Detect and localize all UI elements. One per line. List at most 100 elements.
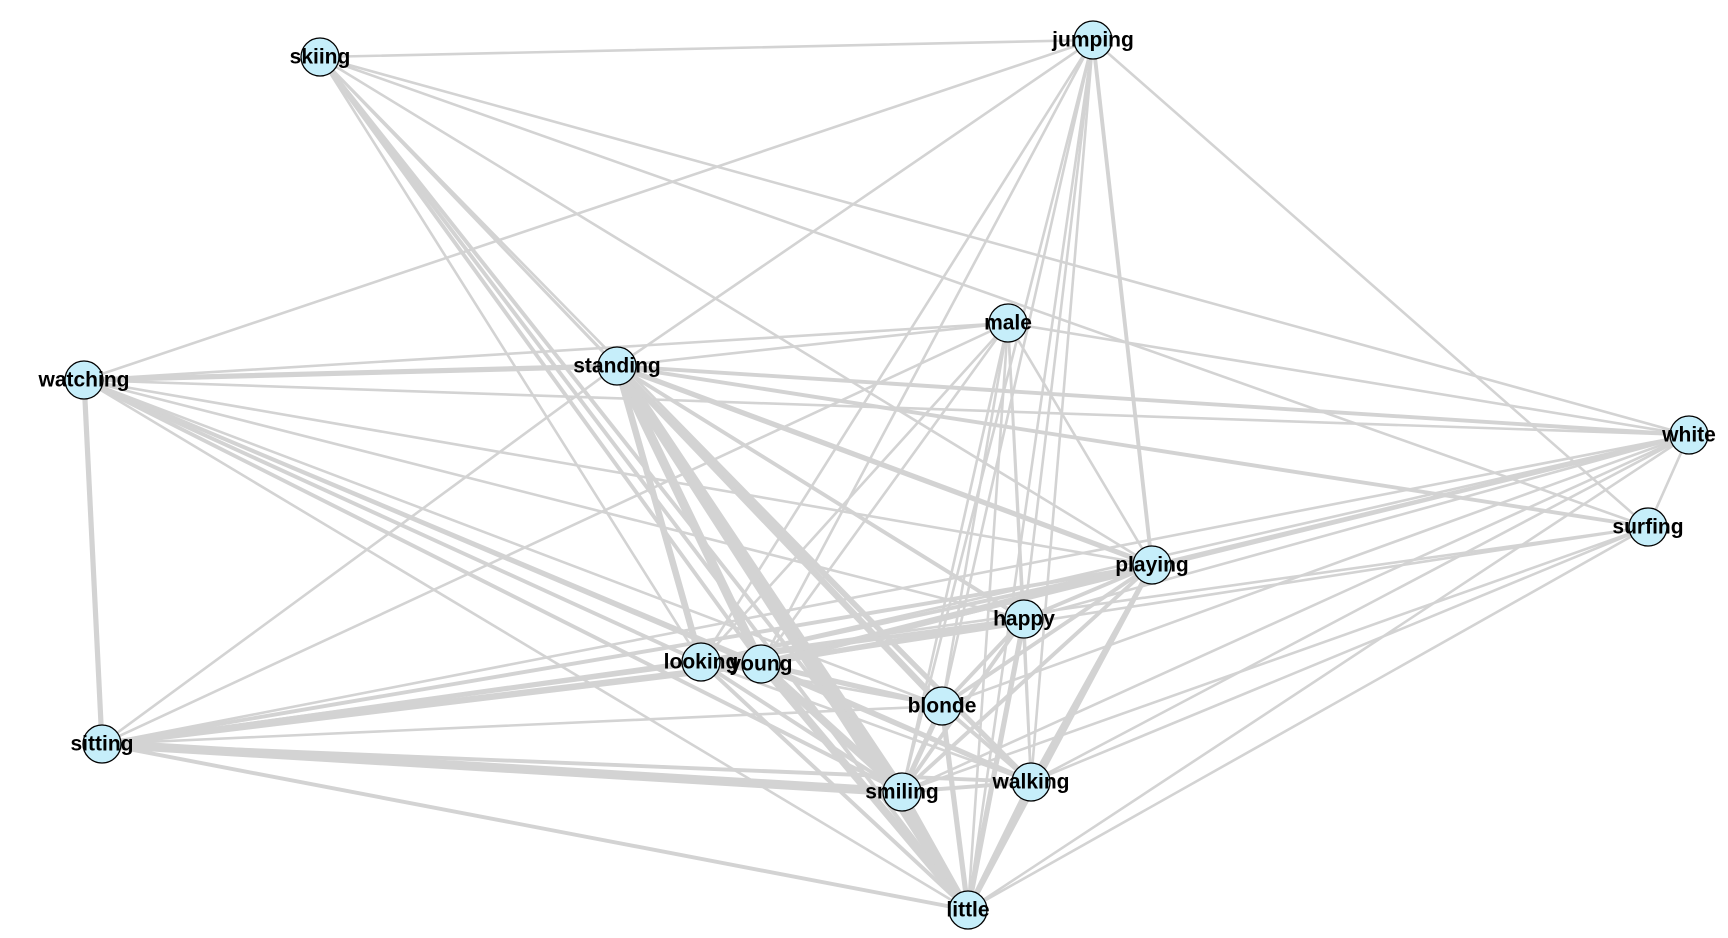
edge-jumping-surfing [1091,38,1650,529]
node-circle-happy [1004,599,1044,639]
edge-playing-sitting [100,563,1154,746]
node-label-blonde: blonde [908,695,977,718]
edge-watching-playing [82,378,1154,567]
edge-sitting-smiling [97,739,907,797]
edge-male-little [966,321,1010,912]
node-sitting: sitting [71,724,134,764]
edge-surfing-little [966,525,1650,912]
node-skiing: skiing [290,37,351,77]
node-circle-looking [681,642,721,682]
node-white: white [1661,415,1716,455]
edge-young-blonde [758,661,945,709]
edge-smiling-little [898,788,972,914]
node-label-little: little [946,899,989,922]
node-label-playing: playing [1115,554,1189,577]
node-label-surfing: surfing [1612,516,1683,539]
edge-white-blonde [940,433,1691,708]
edge-young-smiling [757,660,906,796]
node-circle-white [1669,415,1709,455]
edge-watching-looking [82,378,703,664]
node-label-sitting: sitting [71,733,134,756]
node-label-skiing: skiing [290,46,351,69]
node-looking: looking [664,642,739,682]
edge-skiing-smiling [318,55,904,794]
node-label-white: white [1661,424,1716,447]
node-blonde: blonde [908,686,977,726]
edge-white-smiling [900,433,1691,794]
node-circle-sitting [82,724,122,764]
edge-skiing-white [318,55,1691,437]
edge-male-smiling [900,321,1010,794]
edge-jumping-standing [615,38,1095,368]
edge-smiling-walking [900,780,1033,794]
edge-blonde-sitting [100,704,944,746]
edge-male-watching [82,321,1010,382]
edge-male-blonde [940,321,1010,708]
edge-standing-walking [614,363,1034,785]
edge-young-walking [758,661,1034,785]
node-label-looking: looking [664,651,739,674]
node-circle-young [741,644,781,684]
edge-happy-blonde [940,617,1026,708]
edge-male-white [1006,321,1691,437]
edge-sitting-walking [100,742,1033,784]
edge-white-walking [1029,433,1691,784]
edge-blonde-little [939,703,971,913]
node-circle-playing [1132,545,1172,585]
edge-skiing-little [318,55,970,912]
edge-skiing-surfing [318,55,1650,529]
node-walking: walking [991,762,1070,802]
edge-sitting-little [100,742,970,912]
edge-jumping-watching [82,38,1095,382]
edge-male-sitting [100,321,1010,746]
edge-surfing-smiling [900,525,1650,794]
node-circle-blonde [922,686,962,726]
edge-white-little [966,433,1691,912]
node-circle-jumping [1073,20,1113,60]
node-label-watching: watching [37,369,129,392]
edge-white-looking [699,433,1691,664]
node-circle-surfing [1628,507,1668,547]
node-circle-walking [1011,762,1051,802]
node-label-walking: walking [991,771,1069,794]
edge-skiing-looking [318,55,703,664]
edge-standing-white [615,364,1691,437]
edge-skiing-jumping [318,38,1095,59]
edge-jumping-playing [1091,38,1154,567]
edge-jumping-looking [699,38,1095,664]
edge-jumping-smiling [900,38,1095,794]
edge-happy-walking [1022,617,1033,784]
node-standing: standing [573,346,661,386]
edge-walking-little [965,779,1034,913]
node-circle-little [948,890,988,930]
edge-watching-sitting [81,377,105,747]
edge-white-sitting [100,433,1691,746]
edge-male-happy [1006,321,1026,621]
edge-standing-surfing [615,364,1650,529]
edge-standing-playing [614,363,1155,568]
node-circle-smiling [882,772,922,812]
edge-happy-young [758,616,1027,667]
edge-male-looking [699,321,1010,664]
edge-young-sitting [98,660,765,748]
node-circle-male [988,303,1028,343]
edge-jumping-walking [1029,38,1095,784]
edge-skiing-playing [318,55,1154,567]
edge-male-playing [1006,321,1154,567]
edge-jumping-young [759,38,1095,666]
edge-skiing-young [318,55,763,666]
edge-white-happy [1022,433,1691,621]
node-circle-skiing [300,37,340,77]
node-circle-standing [597,346,637,386]
edge-standing-sitting [100,364,619,746]
edge-surfing-walking [1029,525,1650,784]
edge-standing-looking [613,362,705,666]
node-label-jumping: jumping [1051,29,1134,52]
node-smiling: smiling [865,772,939,812]
graph-edges [81,38,1691,915]
node-little: little [946,890,990,930]
node-watching: watching [37,360,130,400]
node-surfing: surfing [1612,507,1684,547]
edge-watching-little [82,378,970,912]
